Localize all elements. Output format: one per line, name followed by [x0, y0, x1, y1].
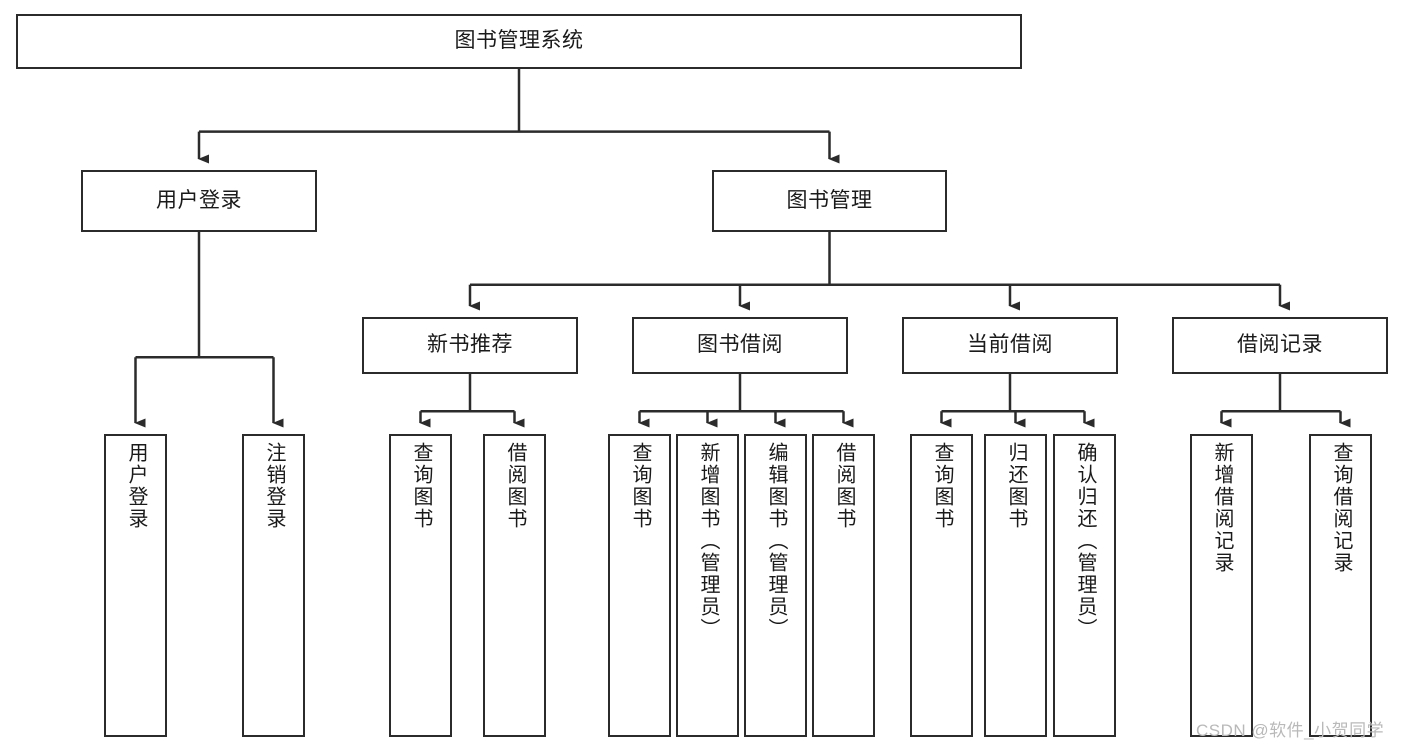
node-leaf-user-logout-label: 注销登录	[263, 442, 285, 530]
node-leaf-borrow-borrow-book[interactable]: 借阅图书	[812, 434, 875, 737]
node-leaf-new-borrow-book-label: 借阅图书	[504, 442, 526, 530]
node-borrow-record[interactable]: 借阅记录	[1172, 317, 1388, 374]
node-leaf-record-add[interactable]: 新增借阅记录	[1190, 434, 1253, 737]
node-borrow-record-label: 借阅记录	[1237, 333, 1323, 357]
node-leaf-borrow-query-book-label: 查询图书	[629, 442, 651, 530]
node-current-borrow-label: 当前借阅	[967, 333, 1053, 357]
node-leaf-new-query-book-label: 查询图书	[410, 442, 432, 530]
node-leaf-current-query-book-label: 查询图书	[931, 442, 953, 530]
node-new-book-recommend-label: 新书推荐	[427, 333, 513, 357]
node-leaf-new-borrow-book[interactable]: 借阅图书	[483, 434, 546, 737]
node-leaf-borrow-edit-book-label: 编辑图书（管理员）	[765, 442, 787, 640]
node-leaf-borrow-add-book[interactable]: 新增图书（管理员）	[676, 434, 739, 737]
node-user-login-module-label: 用户登录	[156, 188, 242, 212]
node-root-label: 图书管理系统	[454, 29, 584, 53]
node-leaf-record-query-label: 查询借阅记录	[1330, 442, 1352, 574]
node-leaf-user-login-label: 用户登录	[125, 442, 147, 530]
node-leaf-borrow-query-book[interactable]: 查询图书	[608, 434, 671, 737]
node-book-management-module[interactable]: 图书管理	[712, 170, 947, 232]
node-current-borrow[interactable]: 当前借阅	[902, 317, 1118, 374]
node-leaf-borrow-borrow-book-label: 借阅图书	[833, 442, 855, 530]
node-book-borrow-label: 图书借阅	[697, 333, 783, 357]
csdn-watermark: CSDN @软件_小贺同学	[1196, 721, 1385, 740]
node-leaf-user-login[interactable]: 用户登录	[104, 434, 167, 737]
node-leaf-user-logout[interactable]: 注销登录	[242, 434, 305, 737]
node-leaf-current-confirm-return[interactable]: 确认归还（管理员）	[1053, 434, 1116, 737]
node-leaf-borrow-add-book-label: 新增图书（管理员）	[697, 442, 719, 640]
node-leaf-record-add-label: 新增借阅记录	[1211, 442, 1233, 574]
node-leaf-current-return-book-label: 归还图书	[1005, 442, 1027, 530]
node-root[interactable]: 图书管理系统	[16, 14, 1022, 69]
node-book-borrow[interactable]: 图书借阅	[632, 317, 848, 374]
node-leaf-record-query[interactable]: 查询借阅记录	[1309, 434, 1372, 737]
node-user-login-module[interactable]: 用户登录	[81, 170, 317, 232]
node-book-management-module-label: 图书管理	[786, 188, 873, 212]
node-leaf-borrow-edit-book[interactable]: 编辑图书（管理员）	[744, 434, 807, 737]
node-leaf-current-return-book[interactable]: 归还图书	[984, 434, 1047, 737]
node-leaf-new-query-book[interactable]: 查询图书	[389, 434, 452, 737]
node-leaf-current-confirm-return-label: 确认归还（管理员）	[1074, 442, 1096, 640]
node-new-book-recommend[interactable]: 新书推荐	[362, 317, 578, 374]
node-leaf-current-query-book[interactable]: 查询图书	[910, 434, 973, 737]
